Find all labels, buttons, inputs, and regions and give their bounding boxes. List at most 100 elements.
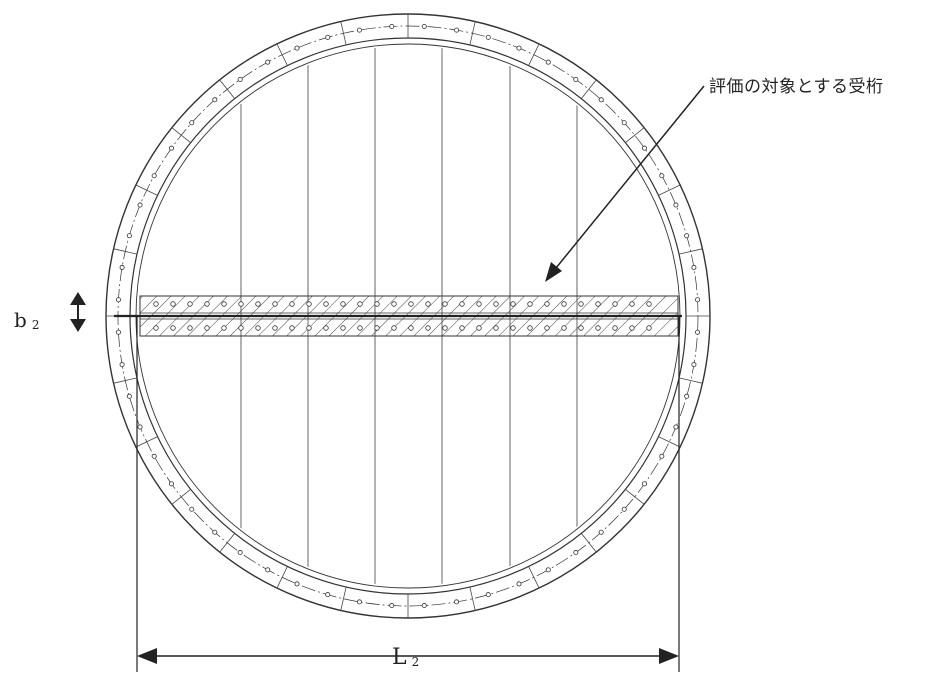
ring-segment-tick bbox=[528, 43, 540, 66]
ring-segment-tick bbox=[678, 248, 703, 255]
ring-bolt-hole bbox=[189, 506, 195, 512]
girder-bolt-hole bbox=[272, 301, 278, 307]
ring-bolt-hole bbox=[137, 424, 143, 430]
girder-bolt-hole bbox=[323, 325, 329, 331]
ring-bolt-hole bbox=[621, 120, 627, 126]
girder-bolt-hole bbox=[340, 325, 346, 331]
girder-bolt-hole bbox=[612, 301, 618, 307]
ring-bolt-hole bbox=[168, 481, 174, 487]
girder-bolt-hole bbox=[153, 325, 159, 331]
ring-segment-tick bbox=[276, 566, 288, 589]
girder-bolt-hole bbox=[306, 301, 312, 307]
ring-bolt-hole bbox=[516, 581, 522, 587]
ring-bolt-hole bbox=[115, 297, 121, 303]
ring-bolt-hole bbox=[421, 603, 427, 609]
annotation-leader bbox=[545, 85, 705, 282]
plate-seams bbox=[240, 46, 578, 586]
leader-arrowhead bbox=[545, 262, 562, 282]
ring-bolt-hole bbox=[516, 45, 522, 51]
L2-main: L bbox=[392, 645, 407, 670]
girder-bolt-hole bbox=[595, 301, 601, 307]
girder-bolt-hole bbox=[408, 301, 414, 307]
girder-bolt-hole bbox=[255, 325, 261, 331]
ring-bolts bbox=[106, 14, 710, 618]
ring-bolt-hole bbox=[684, 393, 690, 399]
girder-bolt-hole bbox=[561, 325, 567, 331]
dimension-L2 bbox=[136, 316, 680, 672]
girder-bolt-hole bbox=[459, 325, 465, 331]
ring-segment-tick bbox=[135, 436, 158, 448]
girder-bolt-hole bbox=[544, 301, 550, 307]
girder-bolt-hole bbox=[442, 325, 448, 331]
ring-segment-tick bbox=[678, 377, 703, 384]
girder-bolt-hole bbox=[323, 301, 329, 307]
ring-bolt-hole bbox=[454, 27, 460, 33]
girder-bolt-hole bbox=[289, 325, 295, 331]
b2-main: b bbox=[14, 308, 27, 332]
arrowhead-left bbox=[137, 648, 157, 664]
ring-bolt-hole bbox=[325, 34, 331, 40]
girder-bolt-hole bbox=[578, 301, 584, 307]
L2-subscript: 2 bbox=[411, 655, 420, 669]
ring-bolt-hole bbox=[126, 393, 132, 399]
ring-bolt-hole bbox=[294, 581, 300, 587]
ring-bolt-hole bbox=[573, 550, 579, 556]
girder-bolt-hole bbox=[646, 325, 652, 331]
ring-bolt-hole bbox=[294, 45, 300, 51]
ring-bolt-hole bbox=[237, 76, 243, 82]
ring-segment-tick bbox=[340, 586, 347, 611]
girder-bolt-hole bbox=[187, 301, 193, 307]
ring-bolt-hole bbox=[695, 297, 701, 303]
girder-bolt-hole bbox=[544, 325, 550, 331]
girder-bolt-hole bbox=[187, 325, 193, 331]
ring-bolt-hole bbox=[325, 592, 331, 598]
arrowhead-up bbox=[70, 292, 86, 305]
girder-bolt-hole bbox=[510, 325, 516, 331]
girder-bolt-hole bbox=[170, 301, 176, 307]
girder-bolt-hole bbox=[476, 301, 482, 307]
girder-bolt-hole bbox=[595, 325, 601, 331]
ring-segment-tick bbox=[219, 533, 235, 553]
ring-bolt-hole bbox=[673, 202, 679, 208]
ring-bolt-hole bbox=[545, 567, 551, 573]
girder-bolt-hole bbox=[425, 325, 431, 331]
girder-bolt-hole bbox=[442, 301, 448, 307]
ring-segment-tick bbox=[528, 566, 540, 589]
ring-bolt-hole bbox=[151, 453, 157, 459]
b2-subscript: 2 bbox=[31, 318, 40, 332]
ring-segment-tick bbox=[135, 184, 158, 196]
ring-segment-tick bbox=[658, 436, 681, 448]
girder-bolt-hole bbox=[612, 325, 618, 331]
ring-bolt-hole bbox=[573, 76, 579, 82]
girder-bolt-hole bbox=[408, 325, 414, 331]
girder-bolt-hole bbox=[425, 301, 431, 307]
ring-bolt-hole bbox=[389, 603, 395, 609]
girder-bolt-hole bbox=[629, 325, 635, 331]
ring-bolt-hole bbox=[265, 59, 271, 65]
dimension-b2-arrow bbox=[70, 292, 86, 332]
girder-bolt-hole bbox=[510, 301, 516, 307]
girder-bolt-hole bbox=[289, 301, 295, 307]
ring-segment-tick bbox=[469, 586, 476, 611]
ring-bolt-hole bbox=[684, 233, 690, 239]
ring-bolt-hole bbox=[642, 145, 648, 151]
ring-bolt-hole bbox=[659, 173, 665, 179]
ring-bolt-hole bbox=[389, 23, 395, 29]
ring-bolt-hole bbox=[695, 329, 701, 335]
ring-bolt-hole bbox=[659, 453, 665, 459]
ring-bolt-hole bbox=[356, 599, 362, 605]
girder-bolt-hole bbox=[493, 325, 499, 331]
ring-bolt-hole bbox=[115, 329, 121, 335]
girder-bolt-hole bbox=[561, 301, 567, 307]
ring-segment-tick bbox=[469, 21, 476, 46]
girder-bolt-hole bbox=[170, 325, 176, 331]
ring-segment-tick bbox=[113, 377, 138, 384]
ring-bolt-hole bbox=[168, 145, 174, 151]
girder-bolt-hole bbox=[357, 301, 363, 307]
girder-bolt-hole bbox=[476, 325, 482, 331]
ring-bolt-hole bbox=[485, 592, 491, 598]
ring-bolt-hole bbox=[137, 202, 143, 208]
girder-bolt-hole bbox=[578, 325, 584, 331]
